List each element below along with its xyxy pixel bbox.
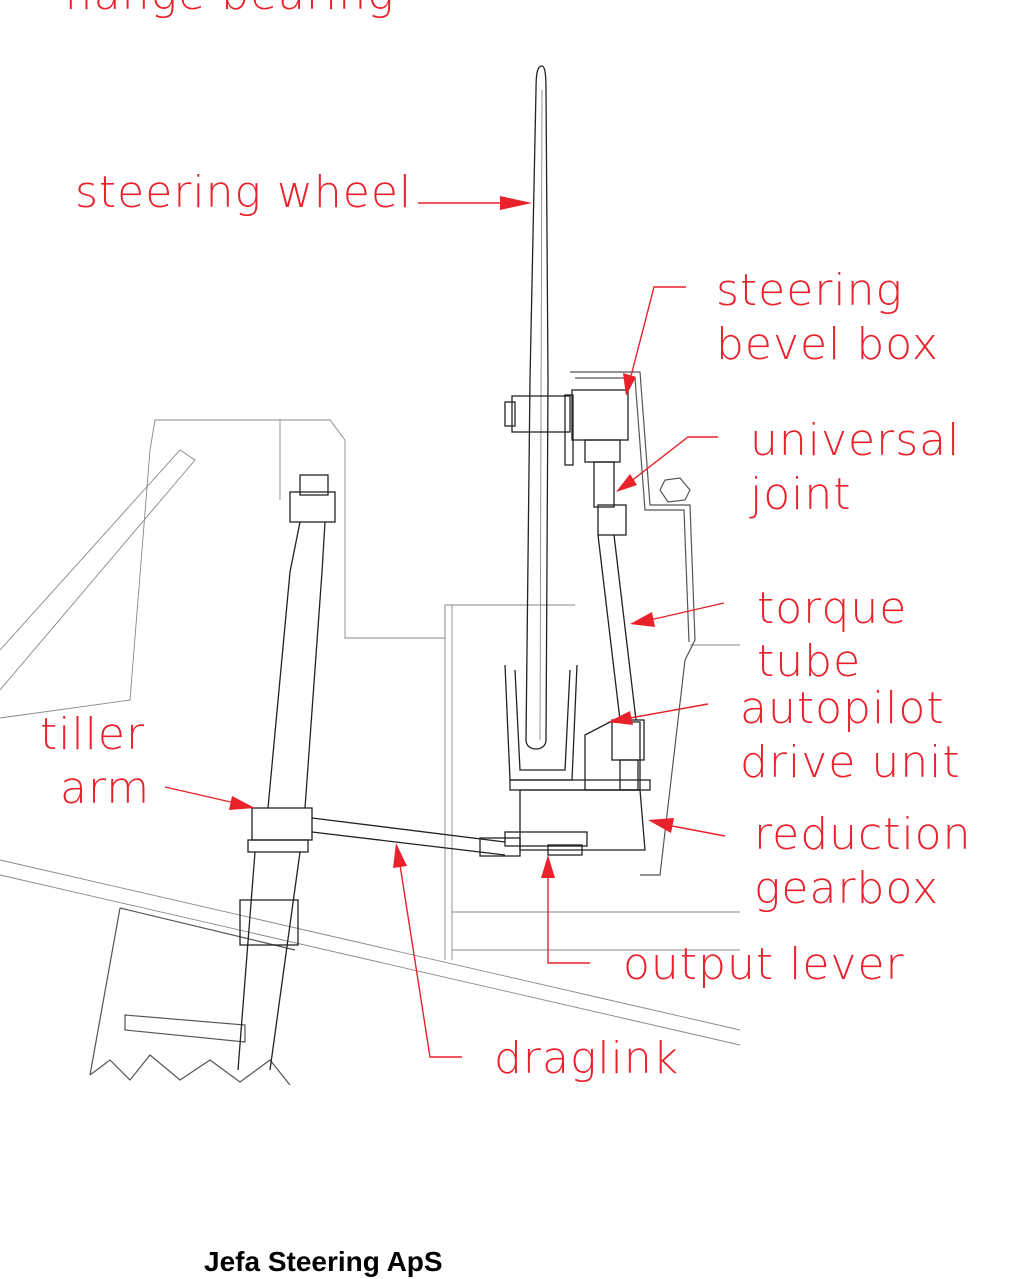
autopilot-shape [504, 721, 651, 856]
cockpit-outline [570, 371, 696, 876]
steering-bevel-box-label-line1: steering [716, 265, 903, 316]
reduction-gearbox-label-line2: gearbox [754, 863, 940, 914]
steering-wheel-shape [504, 65, 578, 781]
steering-wheel-label: steering wheel [75, 167, 413, 218]
leader-lines [164, 196, 726, 1058]
rudder-stock-shape [237, 474, 521, 1071]
universal-joint-label-line2: joint [750, 469, 852, 520]
tiller-arm-label-line1: tiller [40, 709, 146, 760]
torque-tube-shape [593, 461, 645, 791]
reduction-gearbox-label-line1: reduction [754, 809, 972, 860]
output-lever-label: output lever [623, 939, 905, 990]
torque-tube-label-line1: torque [757, 583, 908, 634]
company-name: Jefa Steering ApS [204, 1246, 443, 1277]
bevel-box-shape [564, 389, 629, 466]
steering-bevel-box-label-line2: bevel box [716, 319, 939, 370]
autopilot-drive-unit-label-line2: drive unit [740, 737, 961, 788]
autopilot-drive-unit-label-line1: autopilot [740, 683, 945, 734]
universal-joint-label-line1: universal [750, 415, 961, 466]
draglink-label: draglink [494, 1033, 680, 1084]
hull-outline [0, 419, 741, 1086]
flange-bearing-label: flange bearing [64, 0, 395, 22]
tiller-arm-label-line2: arm [60, 763, 151, 814]
torque-tube-label-line2: tube [757, 636, 862, 687]
